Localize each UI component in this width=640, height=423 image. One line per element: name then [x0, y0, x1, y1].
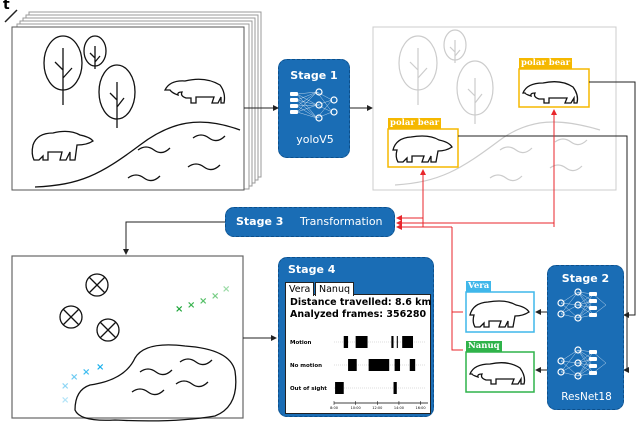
input-scene [31, 35, 241, 188]
svg-text:×: × [199, 296, 207, 307]
timeline-tick-label: 12:00 [372, 406, 383, 410]
stage1-model: yoloV5 [296, 133, 334, 146]
activity-timeline [333, 336, 428, 405]
timeline-interval [409, 359, 416, 371]
svg-text:×: × [175, 304, 183, 315]
timeline-row-label: Out of sight [290, 386, 327, 392]
stage2-box: Stage 2 ResNet18 [547, 265, 624, 410]
timeline-interval [396, 336, 398, 348]
identity-label-vera: Vera [466, 281, 492, 292]
timeline-interval [343, 336, 349, 348]
stage3-title: Stage 3 [236, 215, 284, 228]
analyzed-frames: Analyzed frames: 356280 [290, 309, 427, 320]
svg-text:×: × [96, 362, 104, 373]
map-drawing [59, 273, 237, 422]
timeline-row-label: Motion [290, 340, 312, 346]
timeline-interval [391, 336, 394, 348]
timeline-row-label: No motion [290, 363, 323, 369]
timeline-tick-label: 10:00 [350, 406, 361, 410]
frame-stack [11, 11, 262, 191]
svg-text:×: × [70, 372, 78, 383]
stage4-box: Stage 4 Vera Nanuq Distance travelled: 8… [278, 257, 434, 417]
svg-text:×: × [211, 291, 219, 302]
timeline-interval [402, 336, 414, 348]
stage3-label: Transformation [300, 215, 383, 228]
timeline-interval [368, 359, 390, 371]
stage3-box: Stage 3 Transformation [225, 207, 395, 237]
distance-travelled: Distance travelled: 8.6 km [290, 297, 432, 308]
map-frame [11, 255, 244, 419]
stage4-title: Stage 4 [288, 263, 336, 276]
svg-text:×: × [61, 381, 69, 392]
timeline-tick-label: 16:00 [415, 406, 426, 410]
neural-network-icon [557, 288, 607, 380]
stage1-box: Stage 1 yoloV5 [278, 59, 350, 158]
bbox-left [387, 128, 459, 168]
svg-text:×: × [187, 300, 195, 311]
time-axis-label: t [3, 0, 10, 13]
time-slash [4, 9, 18, 23]
neural-network-icon [290, 88, 338, 122]
tab-nanuq[interactable]: Nanuq [315, 282, 355, 296]
timeline-interval [355, 336, 368, 348]
bbox-right [518, 68, 590, 108]
svg-text:×: × [61, 395, 69, 406]
faded-scene [394, 29, 601, 186]
stage2-title: Stage 2 [561, 272, 610, 285]
timeline-interval [348, 359, 357, 371]
svg-text:×: × [82, 367, 90, 378]
detection-label: polar bear [519, 58, 573, 69]
detection-label: polar bear [388, 118, 442, 129]
identity-label-nanuq: Nanuq [466, 341, 502, 352]
svg-text:×: × [222, 284, 230, 295]
timeline-interval [394, 359, 401, 371]
timeline-tick-label: 8:00 [330, 406, 338, 410]
green-track: × × × × × [175, 284, 230, 315]
timeline-interval [335, 382, 344, 394]
nanuq-box [465, 351, 535, 393]
timeline-tick-label: 14:00 [393, 406, 404, 410]
tab-vera[interactable]: Vera [285, 282, 315, 296]
stage1-title: Stage 1 [290, 69, 338, 82]
timeline-interval [393, 382, 397, 394]
stage4-panel: Vera Nanuq Distance travelled: 8.6 km An… [285, 282, 432, 414]
blue-track: × × × × × [61, 362, 104, 406]
stage2-model: ResNet18 [561, 391, 612, 403]
